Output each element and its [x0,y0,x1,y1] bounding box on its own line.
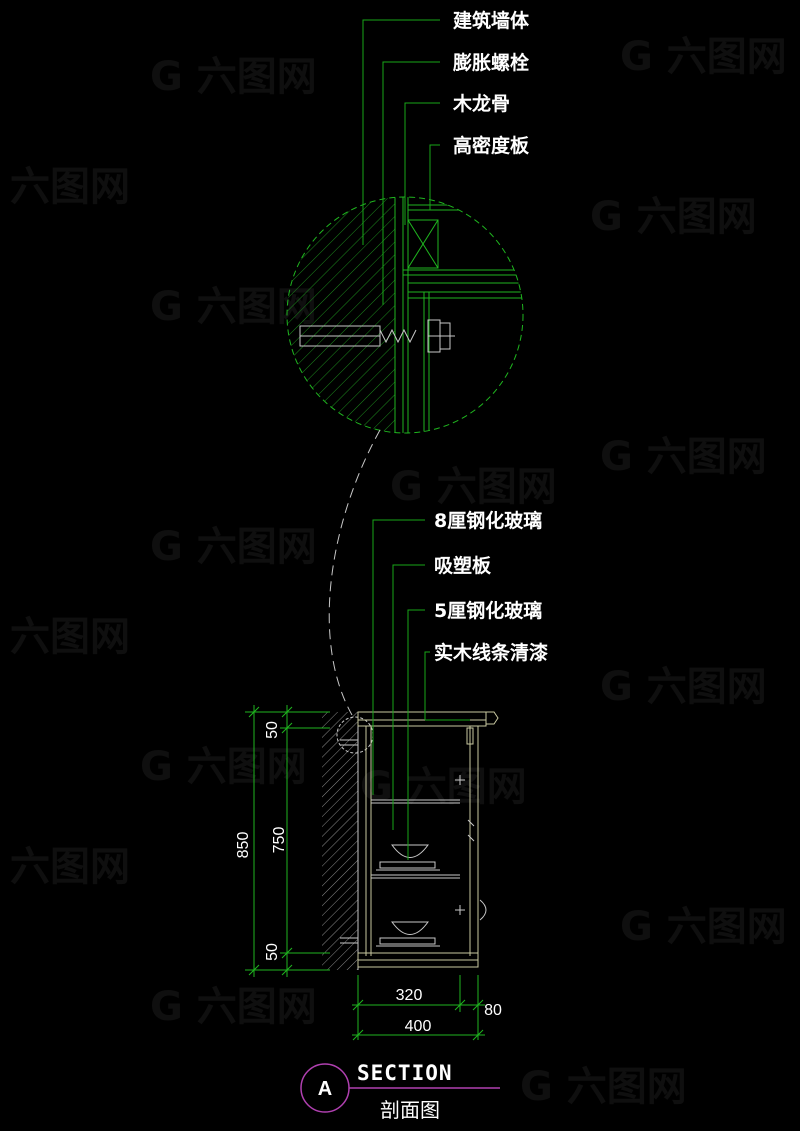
svg-text:G 六图网: G 六图网 [620,34,787,80]
expansion-bolt [299,319,455,353]
section-labels: 8厘钢化玻璃 吸塑板 5厘钢化玻璃 实木线条清漆 [434,509,548,664]
svg-text:G 六图网: G 六图网 [360,764,527,810]
svg-text:G 六图网: G 六图网 [590,194,757,240]
svg-text:G 六图网: G 六图网 [620,904,787,950]
top-board [357,711,487,727]
svg-text:六图网: 六图网 [10,844,130,890]
label-building-wall: 建筑墙体 [453,9,530,32]
svg-text:G 六图网: G 六图网 [140,744,307,790]
section-leaders [372,519,470,860]
label-timber-keel: 木龙骨 [452,92,510,115]
cabinet-section [322,711,499,970]
dim-total-850: 850 [235,832,252,859]
section-title: A SECTION 剖面图 [300,1061,500,1122]
svg-text:G 六图网: G 六图网 [150,54,317,100]
label-solid-wood-lacquer: 实木线条清漆 [434,641,548,664]
bowl-upper [376,844,440,871]
label-blister-board: 吸塑板 [434,554,492,577]
svg-text:G 六图网: G 六图网 [520,1064,687,1110]
detail-circle [286,196,524,434]
dim-top-50: 50 [264,721,281,739]
vertical-dimensions: 50 750 50 850 [235,705,330,977]
watermark: G 六图网 G 六图网 六图网 G 六图网 G 六图网 G 六图网 G 六图网 … [10,34,787,1110]
title-chinese: 剖面图 [380,1098,440,1122]
dim-middle-750: 750 [271,827,288,854]
wall-hatch [287,197,395,433]
dim-frame-80: 80 [484,1002,502,1019]
bowl-lower [376,921,440,947]
dim-inner-320: 320 [396,987,423,1004]
label-8mm-tempered-glass: 8厘钢化玻璃 [434,509,542,532]
wall-section [322,712,358,970]
label-hdf-board: 高密度板 [453,134,530,157]
svg-text:G 六图网: G 六图网 [600,664,767,710]
horizontal-dimensions: 320 80 400 [352,975,502,1041]
svg-text:G 六图网: G 六图网 [600,434,767,480]
section-bubble-letter: A [318,1078,332,1100]
label-5mm-tempered-glass: 5厘钢化玻璃 [434,599,542,622]
detail-leaders [362,19,440,305]
svg-text:六图网: 六图网 [10,164,130,210]
timber-keel [407,219,439,269]
svg-text:G 六图网: G 六图网 [150,524,317,570]
label-expansion-bolt: 膨胀螺栓 [452,51,529,74]
detail-labels: 建筑墙体 膨胀螺栓 木龙骨 高密度板 [452,9,530,157]
svg-text:G 六图网: G 六图网 [150,984,317,1030]
detail-callout-link [328,429,381,716]
svg-text:G 六图网: G 六图网 [390,464,557,510]
dim-total-400: 400 [405,1018,432,1035]
dim-bottom-50: 50 [264,943,281,961]
title-english: SECTION [357,1061,453,1085]
svg-text:六图网: 六图网 [10,614,130,660]
